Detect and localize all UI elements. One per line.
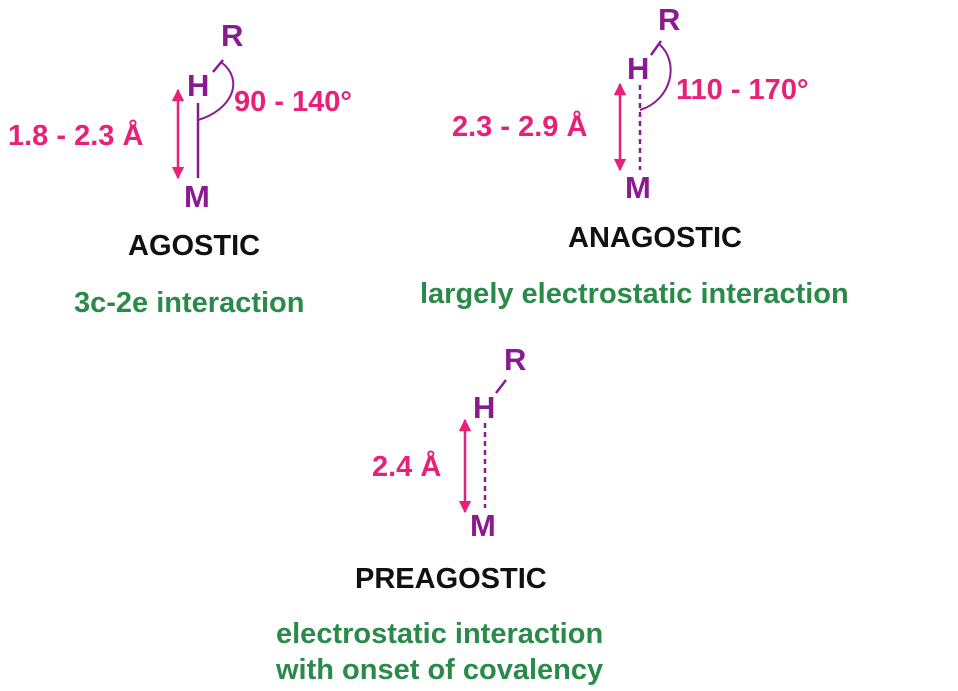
anagostic-m-atom: M [625, 170, 651, 205]
agostic-title: AGOSTIC [128, 230, 261, 262]
anagostic-description: largely electrostatic interaction [420, 276, 849, 312]
anagostic-h-atom: H [627, 51, 650, 86]
agostic-angle-arc [197, 61, 235, 121]
anagostic-angle-label: 110 - 170° [676, 74, 809, 106]
agostic-m-atom: M [184, 179, 210, 214]
preagostic-rh-bond [495, 379, 507, 394]
anagostic-angle-arc [639, 43, 672, 111]
preagostic-description: electrostatic interaction with onset of … [276, 616, 603, 689]
anagostic-description-line: largely electrostatic interaction [420, 278, 849, 310]
agostic-description-line: 3c-2e interaction [74, 287, 305, 319]
preagostic-description-line-2: with onset of covalency [276, 654, 604, 687]
preagostic-r-atom: R [504, 342, 527, 377]
anagostic-title: ANAGOSTIC [568, 222, 742, 254]
preagostic-description-line-1: electrostatic interaction [276, 618, 604, 650]
preagostic-h-atom: H [473, 390, 496, 425]
preagostic-distance-label: 2.4 Å [372, 451, 442, 483]
preagostic-m-atom: M [470, 508, 496, 543]
anagostic-distance-label: 2.3 - 2.9 Å [452, 111, 588, 143]
agostic-description: 3c-2e interaction [74, 285, 304, 321]
agostic-distance-label: 1.8 - 2.3 Å [8, 120, 144, 152]
agostic-angle-label: 90 - 140° [234, 86, 353, 118]
preagostic-title: PREAGOSTIC [355, 563, 547, 595]
anagostic-rh-bond [649, 40, 663, 56]
anagostic-r-atom: R [658, 2, 681, 37]
agostic-r-atom: R [221, 18, 244, 53]
agostic-h-atom: H [187, 68, 210, 103]
